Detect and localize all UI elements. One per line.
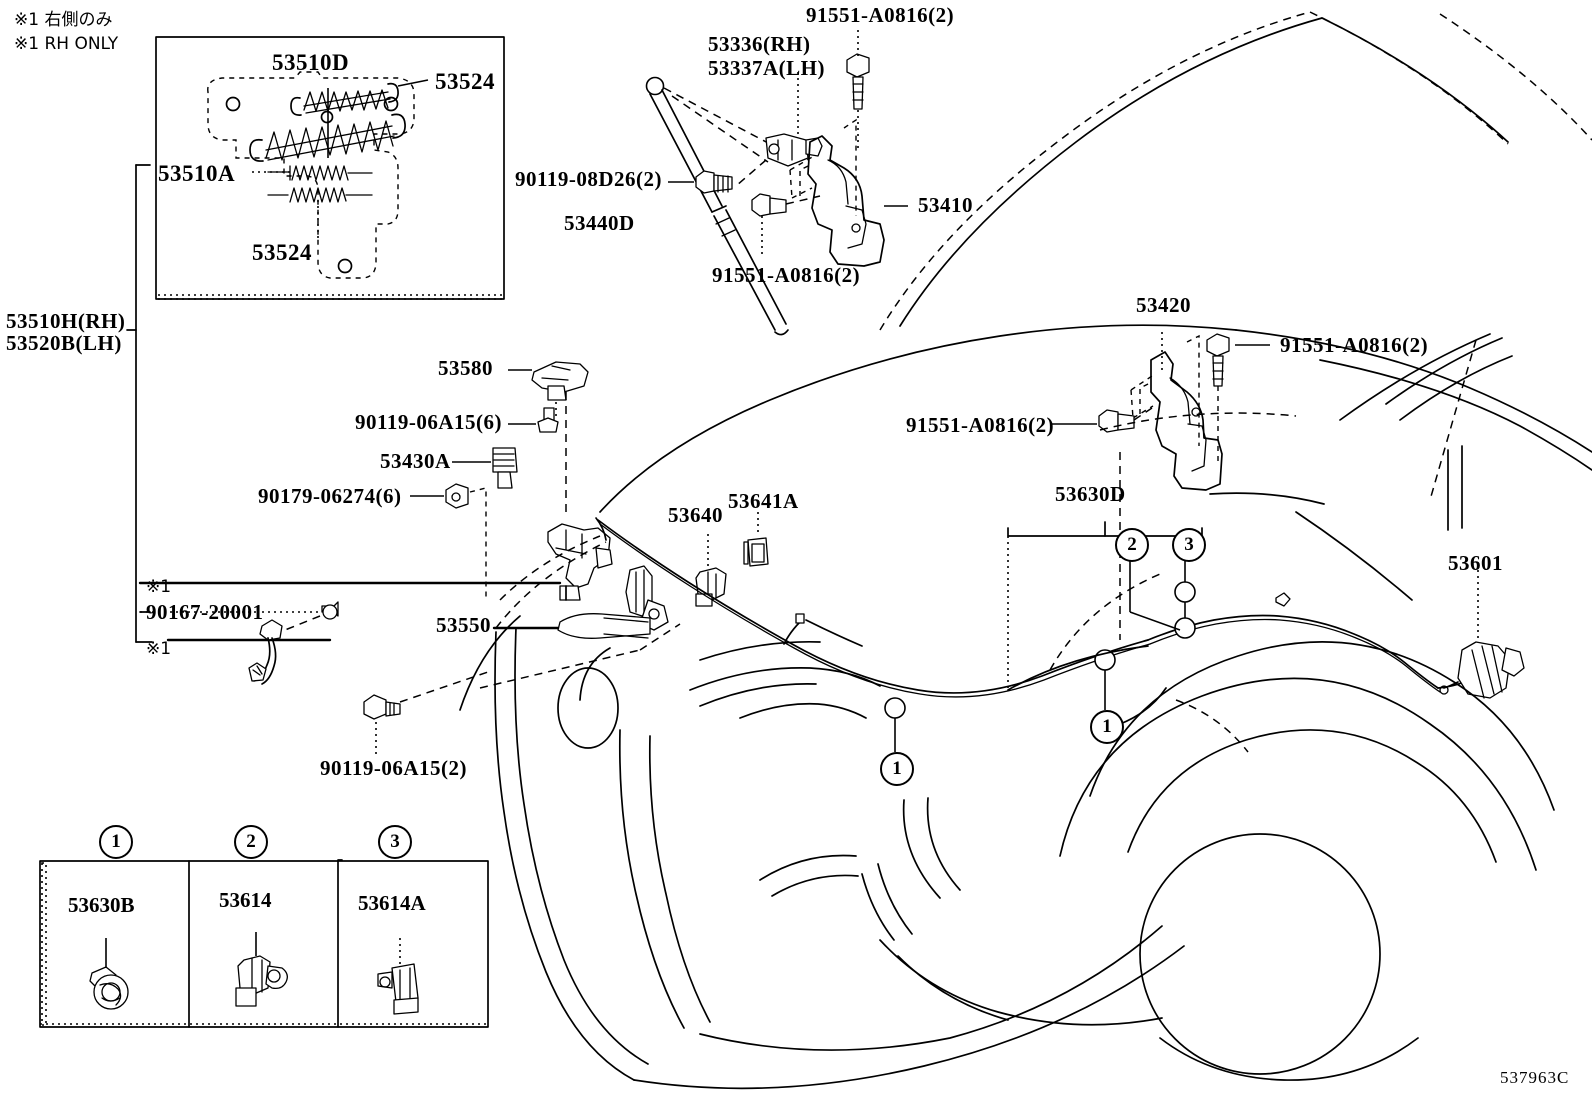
part-53641A-clip bbox=[743, 512, 769, 567]
footnote-mark-1: ※1 bbox=[146, 577, 172, 597]
part-90119-06A15-6-bolt bbox=[508, 407, 559, 433]
label-53510H-RH: 53510H(RH) bbox=[6, 309, 126, 333]
label-53337A-LH: 53337A(LH) bbox=[708, 56, 825, 80]
label-53510D: 53510D bbox=[272, 50, 350, 75]
legend-art-53630B bbox=[89, 938, 129, 1010]
label-91551-A0816-left: 91551-A0816(2) bbox=[906, 413, 1055, 437]
label-53510A: 53510A bbox=[158, 161, 236, 186]
part-91551-strut-bolt bbox=[751, 193, 821, 258]
label-90119-06A15-6: 90119-06A15(6) bbox=[355, 410, 502, 434]
legend-number-2: 2 bbox=[234, 825, 268, 859]
label-90179-06274: 90179-06274(6) bbox=[258, 484, 402, 508]
part-53430A-cushion bbox=[452, 447, 518, 489]
inset-spring-upper bbox=[290, 82, 399, 116]
label-53430A: 53430A bbox=[380, 449, 451, 473]
label-53410: 53410 bbox=[918, 193, 973, 217]
diagram-reference-number: 537963C bbox=[1500, 1068, 1570, 1087]
hood-release-cable bbox=[595, 517, 1471, 752]
legend-number-1: 1 bbox=[99, 825, 133, 859]
note-rh-only-jp: ※1 右側のみ bbox=[14, 10, 113, 30]
cable-marker-2: 2 bbox=[1115, 528, 1149, 562]
label-53336-RH: 53336(RH) bbox=[708, 32, 811, 56]
inset-spring-lower bbox=[249, 113, 406, 162]
label-53524-bottom: 53524 bbox=[252, 240, 312, 265]
legend-part-53614: 53614 bbox=[219, 888, 272, 912]
legend-art-53614A bbox=[377, 938, 419, 1015]
cable-marker-3: 3 bbox=[1172, 528, 1206, 562]
label-53440D: 53440D bbox=[564, 211, 635, 235]
label-53630D: 53630D bbox=[1055, 482, 1126, 506]
part-53601-release-handle bbox=[1439, 570, 1525, 699]
legend-part-53614A: 53614A bbox=[358, 891, 426, 915]
legend-part-53630B: 53630B bbox=[68, 893, 135, 917]
part-53550-support-rod bbox=[479, 565, 681, 689]
label-90167-20001: 90167-20001 bbox=[146, 600, 264, 624]
label-91551-A0816-right: 91551-A0816(2) bbox=[1280, 333, 1429, 357]
label-91551-A0816-strut: 91551-A0816(2) bbox=[712, 263, 861, 287]
part-90167-20001 bbox=[248, 601, 339, 685]
part-53640-clip bbox=[695, 534, 727, 607]
part-53336-ball-stud bbox=[663, 72, 823, 187]
part-hood-lock-assembly bbox=[547, 523, 613, 601]
part-90119-08D26-bolt bbox=[668, 170, 733, 194]
label-53601: 53601 bbox=[1448, 551, 1503, 575]
note-rh-only-en: ※1 RH ONLY bbox=[14, 34, 119, 54]
label-53524-top: 53524 bbox=[435, 69, 495, 94]
label-90119-08D26: 90119-08D26(2) bbox=[515, 167, 662, 191]
label-53640: 53640 bbox=[668, 503, 723, 527]
label-53550: 53550 bbox=[436, 613, 491, 637]
label-53420: 53420 bbox=[1136, 293, 1191, 317]
label-53641A: 53641A bbox=[728, 489, 799, 513]
label-53580: 53580 bbox=[438, 356, 493, 380]
part-53420-hinge bbox=[1050, 332, 1270, 491]
legend-art-53614 bbox=[235, 932, 288, 1007]
label-53520B-LH: 53520B(LH) bbox=[6, 331, 122, 355]
part-53580-support bbox=[508, 361, 589, 512]
vehicle-body-outline bbox=[337, 11, 1592, 1090]
footnote-mark-2: ※1 bbox=[146, 639, 172, 659]
cable-marker-1-left: 1 bbox=[880, 752, 914, 786]
legend-number-3: 3 bbox=[378, 825, 412, 859]
left-grouping-bracket bbox=[126, 164, 562, 643]
part-53410-hinge bbox=[789, 30, 908, 267]
label-91551-A0816-top: 91551-A0816(2) bbox=[806, 3, 955, 27]
cable-marker-1-right: 1 bbox=[1090, 710, 1124, 744]
label-90119-06A15-2: 90119-06A15(2) bbox=[320, 756, 467, 780]
part-90179-06274-nut bbox=[410, 483, 487, 598]
inset-detail-box bbox=[155, 36, 505, 300]
legend-box bbox=[39, 860, 489, 1028]
